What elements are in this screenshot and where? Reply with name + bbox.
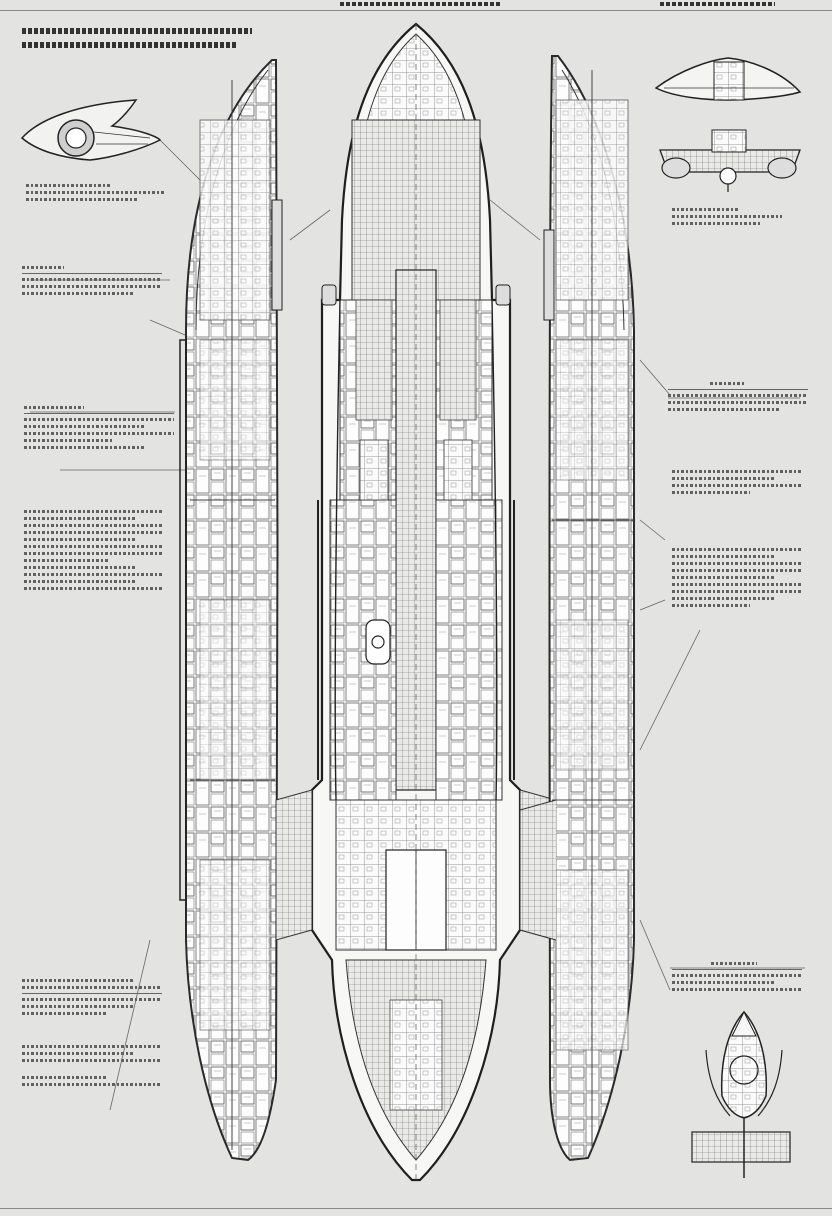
bottom-right-nose-detail [691,1010,791,1178]
main-plan-hull [299,22,533,1182]
annotation-block-5 [22,975,162,1090]
annotation-block-3 [24,402,174,453]
annotation-block-9 [672,544,802,611]
top-border [0,10,832,11]
annotation-block-7 [668,378,808,415]
top-right-pod-side [654,57,802,101]
annotation-block-1 [26,180,166,205]
annotation-block-8 [672,466,802,498]
left-profile-hull [176,59,311,1162]
top-right-pod-front [659,129,801,192]
header-center-bar [340,2,500,6]
bottom-border [0,1208,832,1209]
annotation-block-2 [22,262,162,299]
annotation-block-10 [672,958,802,995]
top-left-pod-detail [20,99,162,161]
right-profile-hull [519,55,644,1162]
title-bar-1 [22,28,252,34]
title-bar-2 [22,42,237,48]
annotation-block-6 [672,204,782,229]
header-right-bar [660,2,775,6]
annotation-block-4 [24,506,164,594]
